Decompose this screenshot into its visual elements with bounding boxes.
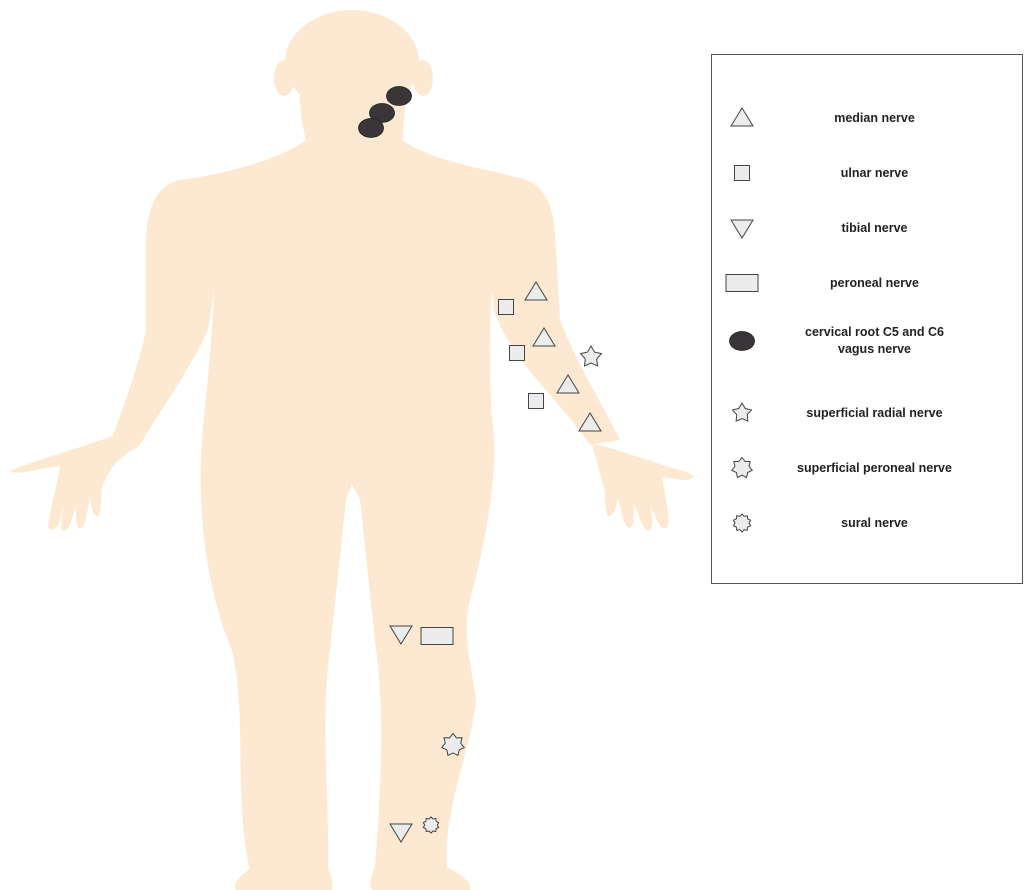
superficial-peroneal-legend-symbol bbox=[722, 450, 762, 486]
cervical-vagus-legend-symbol bbox=[722, 323, 762, 359]
ulnar-marker bbox=[529, 394, 544, 409]
legend-item-tibial: tibial nerve bbox=[712, 208, 1022, 248]
superficial-peroneal-legend-icon bbox=[732, 458, 752, 478]
median-legend-icon bbox=[731, 108, 753, 126]
right-ear bbox=[413, 60, 433, 96]
ulnar-marker bbox=[499, 300, 514, 315]
ulnar-marker bbox=[510, 346, 525, 361]
legend-item-ulnar: ulnar nerve bbox=[712, 153, 1022, 193]
sural-legend-icon bbox=[733, 514, 750, 532]
left-hand bbox=[12, 436, 140, 531]
tibial-legend-icon bbox=[731, 220, 753, 238]
ulnar-legend-icon bbox=[735, 166, 750, 181]
left-foot bbox=[235, 868, 333, 890]
right-hand bbox=[592, 444, 693, 530]
left-ear bbox=[274, 60, 294, 96]
tibial-legend-symbol bbox=[722, 210, 762, 246]
legend-label: superficial radial nerve bbox=[772, 393, 977, 433]
peroneal-legend-icon bbox=[726, 275, 758, 292]
legend: median nerve ulnar nerve tibial nerve peron… bbox=[711, 54, 1023, 584]
legend-label-line: tibial nerve bbox=[842, 220, 908, 237]
legend-item-median: median nerve bbox=[712, 98, 1022, 138]
peroneal-marker bbox=[421, 628, 453, 645]
legend-label: superficial peroneal nerve bbox=[772, 448, 977, 488]
sural-legend-symbol bbox=[722, 505, 762, 541]
cervical-vagus-marker bbox=[359, 119, 384, 138]
superficial-radial-marker bbox=[581, 346, 602, 366]
ulnar-legend-symbol bbox=[722, 155, 762, 191]
median-legend-symbol bbox=[722, 100, 762, 136]
legend-item-sural: sural nerve bbox=[712, 503, 1022, 543]
legend-label: tibial nerve bbox=[772, 208, 977, 248]
legend-item-superficial-peroneal: superficial peroneal nerve bbox=[712, 448, 1022, 488]
legend-label-line: sural nerve bbox=[841, 515, 908, 532]
legend-item-peroneal: peroneal nerve bbox=[712, 263, 1022, 303]
legend-label-line: cervical root C5 and C6 bbox=[805, 324, 944, 341]
legend-label-line: vagus nerve bbox=[838, 341, 911, 358]
legend-item-superficial-radial: superficial radial nerve bbox=[712, 393, 1022, 433]
cervical-vagus-legend-icon bbox=[730, 332, 755, 351]
right-foot bbox=[370, 868, 470, 890]
legend-label-line: superficial radial nerve bbox=[806, 405, 942, 422]
legend-label-line: ulnar nerve bbox=[841, 165, 908, 182]
legend-label-line: superficial peroneal nerve bbox=[797, 460, 952, 477]
legend-label-line: median nerve bbox=[834, 110, 915, 127]
legend-label: ulnar nerve bbox=[772, 153, 977, 193]
peroneal-legend-symbol bbox=[722, 265, 762, 301]
superficial-radial-legend-icon bbox=[732, 403, 751, 421]
legend-label: peroneal nerve bbox=[772, 263, 977, 303]
body-silhouette bbox=[12, 10, 693, 890]
superficial-radial-legend-symbol bbox=[722, 395, 762, 431]
legend-label-line: peroneal nerve bbox=[830, 275, 919, 292]
legend-label: median nerve bbox=[772, 98, 977, 138]
cervical-vagus-marker bbox=[387, 87, 412, 106]
torso-legs bbox=[112, 140, 620, 880]
legend-label: sural nerve bbox=[772, 503, 977, 543]
